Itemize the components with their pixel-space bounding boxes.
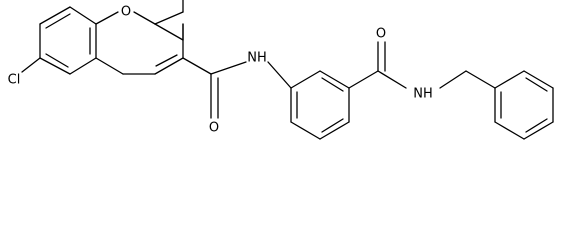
- bond: [319, 121, 350, 140]
- atom-o-amide-2: O: [376, 27, 386, 42]
- structure-canvas: O O Cl NH O O NH: [8, 0, 554, 140]
- atom-o-ring: O: [121, 5, 131, 20]
- bond: [525, 77, 548, 92]
- bond: [321, 118, 344, 133]
- bond: [182, 57, 212, 75]
- bond: [290, 121, 321, 140]
- bond: [69, 57, 97, 75]
- bond: [133, 11, 156, 25]
- bond: [525, 118, 548, 133]
- bond: [45, 13, 71, 29]
- bond: [290, 70, 321, 89]
- bond: [95, 11, 119, 25]
- bond: [465, 70, 496, 89]
- bond: [377, 70, 407, 89]
- bond: [494, 70, 525, 89]
- bond: [523, 70, 554, 89]
- bond: [21, 57, 41, 73]
- atom-nh-2: NH: [413, 87, 433, 102]
- atom-cl: Cl: [8, 73, 21, 88]
- bond: [95, 57, 124, 75]
- bond: [154, 11, 184, 25]
- atom-o-amide-1: O: [209, 121, 219, 136]
- atom-nh-1: NH: [247, 51, 267, 66]
- bond: [154, 57, 184, 75]
- bond: [39, 6, 71, 25]
- bond: [523, 121, 554, 140]
- bond: [494, 121, 525, 140]
- bond: [69, 6, 97, 25]
- bond: [45, 53, 69, 68]
- bond: [154, 23, 184, 41]
- bond: [267, 61, 292, 89]
- bond: [439, 70, 467, 89]
- bond: [155, 54, 178, 67]
- bond: [39, 57, 71, 75]
- bond: [321, 77, 344, 92]
- chemical-structure: O O Cl NH O O NH: [8, 0, 554, 140]
- bond: [348, 70, 379, 89]
- bond: [319, 70, 350, 89]
- bond: [210, 61, 247, 75]
